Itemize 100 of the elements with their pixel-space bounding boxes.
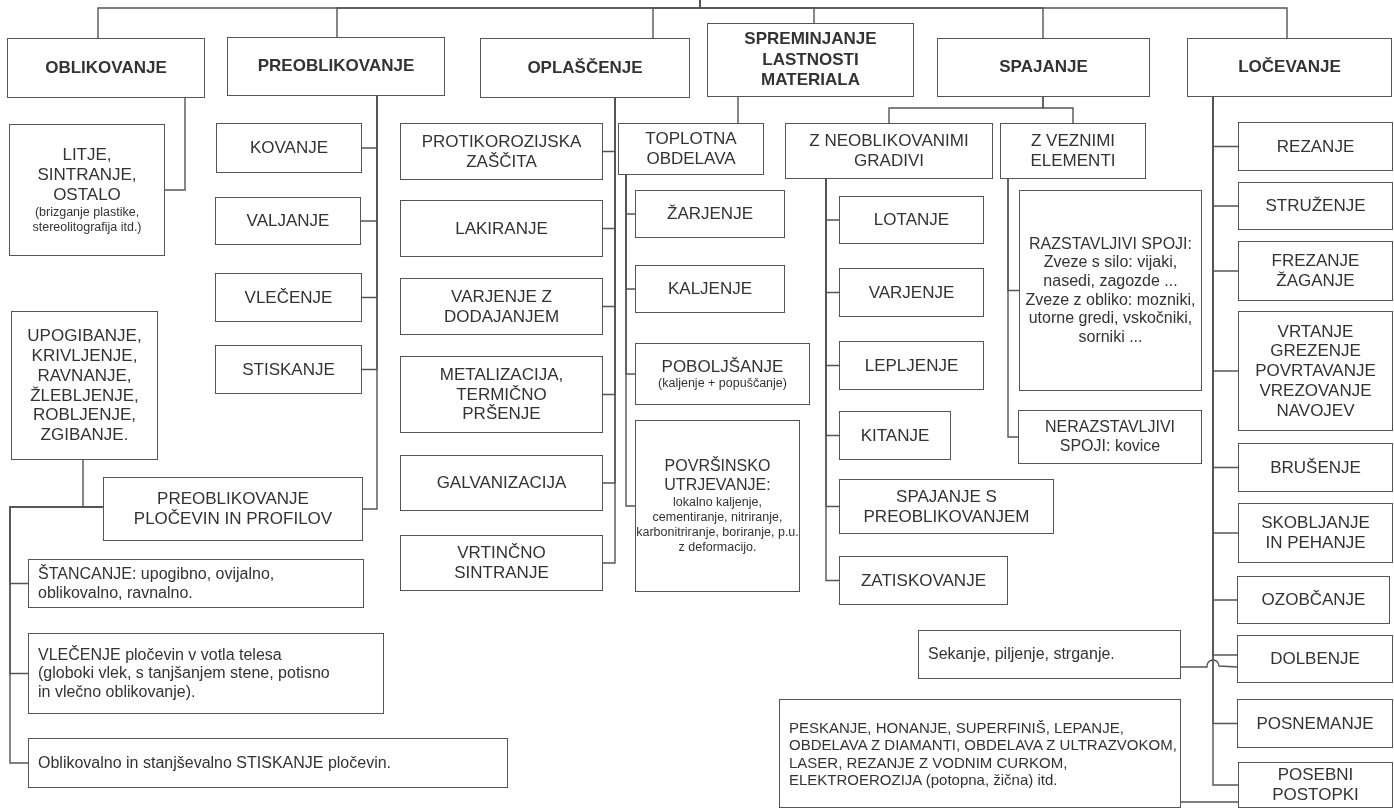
box-label: PREOBLIKOVANJE — [257, 56, 415, 77]
box-label: PESKANJE, HONANJE, SUPERFINIŠ, LEPANJE, OBDELAVA Z DIAMANTI, OBDELAVA Z ULTRAZVOKOM, LASER, REZANJE Z VODNIM CURKOM, ELEKTROEROZIJA (potopna, žična) itd. — [789, 718, 1178, 789]
box-label: Zveze s silo: vijaki, nasedi, zagozde ... — [1042, 253, 1179, 291]
process-box — [11, 311, 158, 460]
process-box — [839, 479, 1054, 534]
category-box — [480, 38, 690, 98]
connector-line — [1180, 801, 1239, 803]
process-box — [635, 190, 785, 238]
box-label: KITANJE — [860, 425, 930, 446]
box-label: POSNEMANJE — [1256, 713, 1374, 734]
process-box — [400, 200, 603, 257]
connector-line — [164, 97, 186, 191]
process-box — [785, 123, 993, 179]
connector-line — [1007, 178, 1019, 438]
box-label: NERAZSTAVLJIVI SPOJI: kovice — [1043, 418, 1177, 456]
process-box — [1238, 241, 1393, 301]
category-box — [937, 38, 1150, 97]
process-box — [779, 699, 1181, 808]
box-label: BRUŠENJE — [1270, 457, 1361, 478]
process-box — [839, 341, 984, 390]
process-box — [1000, 123, 1146, 179]
box-label: POBOLJŠANJE — [661, 356, 784, 377]
box-label: POSEBNI POSTOPKI — [1271, 765, 1360, 805]
process-box — [1018, 410, 1202, 464]
box-label: UPOGIBANJE, KRIVLJENJE, RAVNANJE, ŽLEBLJENJE, ROBLJENJE, ZGIBANJE. — [26, 326, 143, 445]
box-label: POVRŠINSKO UTRJEVANJE: — [663, 457, 772, 495]
process-box — [400, 535, 603, 591]
box-label: FREZANJE ŽAGANJE — [1270, 251, 1361, 291]
process-box — [839, 411, 951, 460]
box-label: KALJENJE — [667, 279, 753, 299]
box-label: SKOBLJANJE IN PEHANJE — [1260, 513, 1371, 553]
box-label: DOLBENJE — [1270, 649, 1360, 669]
box-label: STISKANJE — [242, 359, 335, 380]
process-box — [839, 556, 1008, 605]
process-box — [1238, 762, 1393, 808]
box-label: VRTANJE GREZENJE POVRTAVANJE VREZOVANJE NAVOJEV — [1254, 321, 1377, 421]
box-label: SPREMINJANJE LASTNOSTI MATERIALA — [743, 29, 878, 91]
process-box — [1238, 182, 1393, 230]
process-box — [1238, 443, 1393, 492]
process-box — [215, 273, 362, 322]
process-box — [9, 124, 165, 256]
box-label: Oblikovalno in stanjševalno STISKANJE pločevin. — [38, 753, 392, 773]
connector-line — [625, 174, 636, 507]
category-box — [7, 38, 205, 98]
box-label: PREOBLIKOVANJE PLOČEVIN IN PROFILOV — [132, 489, 334, 529]
box-label: VLEČENJE pločevin v votla telesa (globoki vlek, s tanjšanjem stene, potisno in vlečno oblikovanje). — [38, 645, 331, 702]
box-label: ŽARJENJE — [667, 204, 753, 224]
box-note: (brizganje plastike, stereolitografija itd.) — [31, 204, 143, 235]
category-box — [227, 37, 445, 96]
box-label: LEPLJENJE — [864, 355, 959, 376]
process-box — [635, 420, 800, 592]
process-box — [1237, 699, 1393, 748]
box-label: TOPLOTNA OBDELAVA — [644, 129, 738, 169]
process-box — [215, 197, 361, 245]
box-label: Z NEOBLIKOVANIMI GRADIVI — [808, 131, 970, 171]
process-box — [839, 196, 984, 244]
box-label: OZOBČANJE — [1261, 590, 1366, 610]
category-box — [707, 23, 914, 97]
box-label: VLEČENJE — [244, 287, 333, 308]
box-label: VARJENJE — [868, 282, 955, 303]
box-label: KOVANJE — [249, 138, 329, 158]
box-label: Zveze z obliko: mozniki, utorne gredi, vskočniki, sorniki ... — [1024, 290, 1197, 347]
box-label: PROTIKOROZIJSKA ZAŠČITA — [420, 131, 583, 172]
box-label: OPLAŠČENJE — [527, 57, 643, 79]
process-box — [400, 356, 603, 433]
connector-line — [699, 0, 1288, 39]
box-label: RAZSTAVLJIVI SPOJI: — [1029, 234, 1192, 254]
process-box — [1238, 503, 1393, 563]
box-label: LOČEVANJE — [1238, 57, 1341, 78]
box-label: STRUŽENJE — [1265, 196, 1366, 216]
process-box — [216, 123, 362, 173]
box-label: VRTINČNO SINTRANJE — [453, 543, 550, 583]
box-label: Z VEZNIMI ELEMENTI — [1029, 131, 1117, 171]
box-note: (kaljenje + popuščanje) — [658, 376, 787, 392]
process-box — [918, 630, 1181, 679]
box-note: lokalno kaljenje, cementiranje, nitriranje, karbonitriranje, boriranje, p.u. z deformacijo. — [636, 494, 799, 555]
box-label: Sekanje, piljenje, strganje. — [928, 645, 1115, 664]
box-label: LITJE, SINTRANJE, OSTALO — [36, 145, 138, 205]
process-box — [28, 738, 508, 788]
process-box — [400, 123, 603, 180]
process-box — [1019, 190, 1202, 391]
category-box — [1187, 38, 1392, 97]
box-label: SPAJANJE S PREOBLIKOVANJEM — [862, 486, 1031, 527]
connector-line — [737, 96, 739, 124]
process-box — [618, 123, 764, 175]
process-box — [635, 343, 810, 405]
process-box — [400, 278, 603, 335]
box-label: ŠTANCANJE: upogibno, ovijalno, oblikovalno, ravnalno. — [38, 564, 276, 603]
box-label: LAKIRANJE — [455, 218, 548, 239]
process-box — [215, 345, 362, 394]
process-box — [28, 633, 384, 714]
process-box — [28, 559, 364, 608]
box-label: VALJANJE — [246, 211, 330, 231]
process-box — [1237, 635, 1393, 683]
connector-line — [1180, 659, 1238, 668]
box-label: ZATISKOVANJE — [861, 570, 986, 591]
process-box — [1238, 311, 1393, 431]
process-box — [839, 268, 984, 317]
process-box — [1238, 122, 1393, 171]
box-label: VARJENJE Z DODAJANJEM — [442, 286, 561, 327]
